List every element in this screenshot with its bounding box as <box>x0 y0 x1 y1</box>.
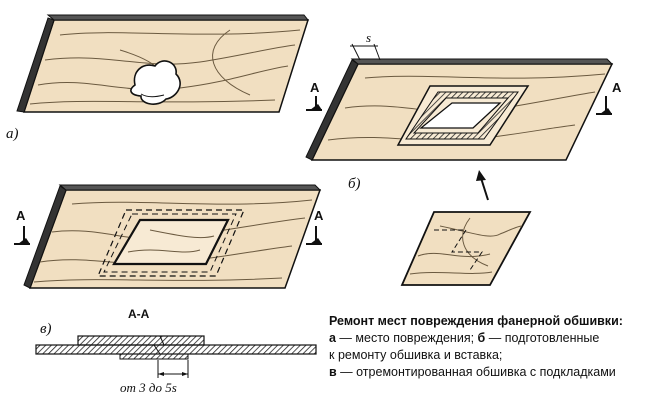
panel-a-damaged-sheet <box>16 14 310 113</box>
caption-line-2: к ремонту обшивка и вставка; <box>329 348 503 362</box>
svg-text:А: А <box>612 80 622 95</box>
label-a: а) <box>6 126 19 142</box>
svg-text:А: А <box>314 208 324 223</box>
svg-text:А: А <box>310 80 320 95</box>
caption-line-3: в — отремонтированная обшивка с подкладк… <box>329 365 616 379</box>
caption-title: Ремонт мест повреждения фанерной обшивки… <box>329 314 623 328</box>
repair-insert-patch <box>400 211 532 286</box>
figure-caption: Ремонт мест повреждения фанерной обшивки… <box>329 313 665 381</box>
section-arrow-right-b: А <box>596 80 622 115</box>
label-v: в) <box>40 321 52 337</box>
lift-arrow <box>476 170 489 201</box>
dim-range-label: от 3 до 5s <box>120 380 177 395</box>
svg-text:А: А <box>16 208 26 223</box>
dim-s-label: s <box>366 30 371 45</box>
section-view <box>35 335 317 378</box>
panel-v-repaired-sheet <box>23 184 322 289</box>
section-arrow-left-b: А <box>306 80 322 111</box>
panel-b-prepared-sheet: s <box>305 30 614 161</box>
section-arrow-right-v: А <box>306 208 324 245</box>
section-label: А-А <box>128 307 150 321</box>
section-arrow-left-v: А <box>14 208 30 245</box>
label-b: б) <box>348 176 361 192</box>
caption-line-1: а — место повреждения; б — подготовленны… <box>329 331 600 345</box>
